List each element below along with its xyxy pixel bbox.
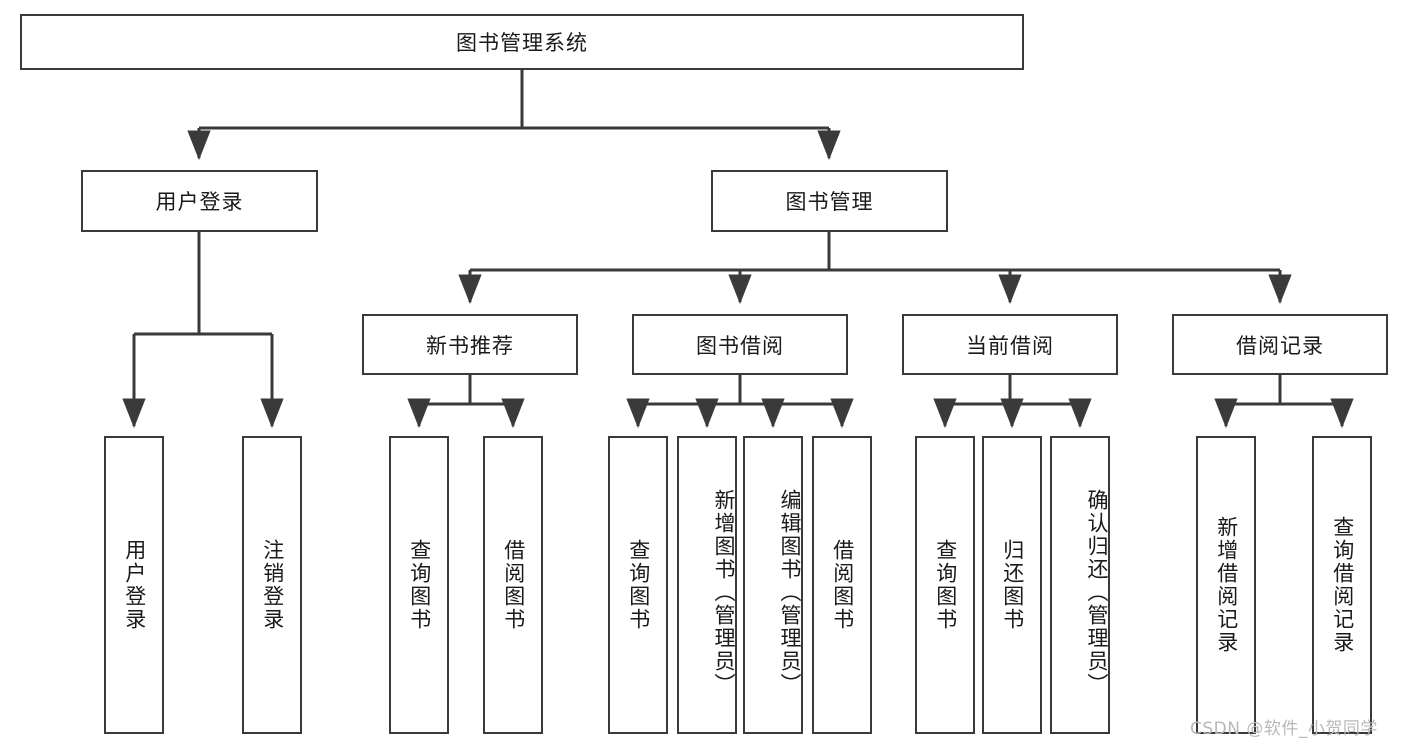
node-leaf-add-book-admin[interactable]: 新增图书（管理员） — [677, 436, 737, 734]
node-borrow-records[interactable]: 借阅记录 — [1172, 314, 1388, 375]
node-book-management-label: 图书管理 — [785, 190, 874, 214]
node-leaf-borrow-books-2[interactable]: 借阅图书 — [812, 436, 872, 734]
node-leaf-return-books-label: 归还图书 — [1000, 539, 1025, 631]
node-leaf-query-borrow-record[interactable]: 查询借阅记录 — [1312, 436, 1372, 734]
node-user-login-label: 用户登录 — [155, 190, 244, 214]
watermark: CSDN @软件_小贺同学 — [1190, 719, 1378, 739]
node-leaf-confirm-return-admin[interactable]: 确认归还（管理员） — [1050, 436, 1110, 734]
node-user-login[interactable]: 用户登录 — [81, 170, 318, 232]
node-leaf-query-books-3[interactable]: 查询图书 — [915, 436, 975, 734]
node-leaf-query-books-3-label: 查询图书 — [933, 539, 958, 631]
node-book-borrow[interactable]: 图书借阅 — [632, 314, 848, 375]
node-leaf-borrow-books-1-label: 借阅图书 — [501, 539, 526, 631]
node-root[interactable]: 图书管理系统 — [20, 14, 1024, 70]
node-leaf-borrow-books-2-label: 借阅图书 — [830, 539, 855, 631]
node-book-management[interactable]: 图书管理 — [711, 170, 948, 232]
node-root-label: 图书管理系统 — [456, 31, 588, 55]
node-new-book-recommend-label: 新书推荐 — [426, 333, 514, 358]
node-leaf-query-books-1-label: 查询图书 — [407, 539, 432, 631]
node-leaf-edit-book-admin[interactable]: 编辑图书（管理员） — [743, 436, 803, 734]
node-borrow-records-label: 借阅记录 — [1236, 333, 1324, 358]
node-leaf-query-books-2[interactable]: 查询图书 — [608, 436, 668, 734]
node-leaf-query-books-2-label: 查询图书 — [626, 539, 651, 631]
node-leaf-add-book-admin-label: 新增图书（管理员） — [712, 488, 736, 696]
node-leaf-user-login-label: 用户登录 — [122, 539, 147, 631]
node-leaf-user-login[interactable]: 用户登录 — [104, 436, 164, 734]
node-leaf-borrow-books-1[interactable]: 借阅图书 — [483, 436, 543, 734]
node-leaf-logout-login[interactable]: 注销登录 — [242, 436, 302, 734]
node-leaf-logout-login-label: 注销登录 — [260, 539, 285, 631]
node-leaf-add-borrow-record-label: 新增借阅记录 — [1214, 516, 1239, 654]
node-leaf-return-books[interactable]: 归还图书 — [982, 436, 1042, 734]
node-current-borrow-label: 当前借阅 — [966, 333, 1054, 358]
node-current-borrow[interactable]: 当前借阅 — [902, 314, 1118, 375]
node-leaf-edit-book-admin-label: 编辑图书（管理员） — [778, 488, 802, 696]
node-leaf-query-borrow-record-label: 查询借阅记录 — [1330, 516, 1355, 654]
node-leaf-add-borrow-record[interactable]: 新增借阅记录 — [1196, 436, 1256, 734]
node-leaf-confirm-return-admin-label: 确认归还（管理员） — [1085, 488, 1109, 696]
node-new-book-recommend[interactable]: 新书推荐 — [362, 314, 578, 375]
node-leaf-query-books-1[interactable]: 查询图书 — [389, 436, 449, 734]
node-book-borrow-label: 图书借阅 — [696, 333, 784, 358]
